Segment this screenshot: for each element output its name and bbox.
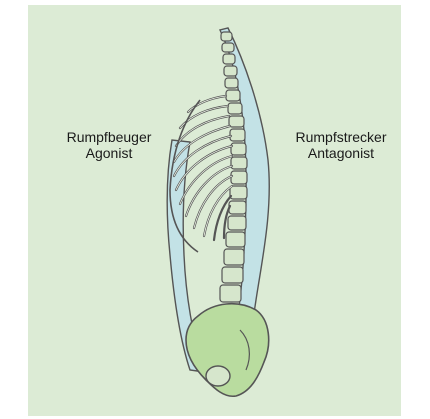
trunk-flexor-name: Rumpfbeuger xyxy=(53,129,165,145)
pelvis-socket xyxy=(206,366,230,386)
trunk-extensor-role: Antagonist xyxy=(283,145,399,161)
trunk-extensor-label: Rumpfstrecker Antagonist xyxy=(283,129,399,161)
trunk-flexor-role: Agonist xyxy=(53,145,165,161)
trunk-flexor-label: Rumpfbeuger Agonist xyxy=(53,129,165,161)
trunk-extensor-name: Rumpfstrecker xyxy=(283,129,399,145)
